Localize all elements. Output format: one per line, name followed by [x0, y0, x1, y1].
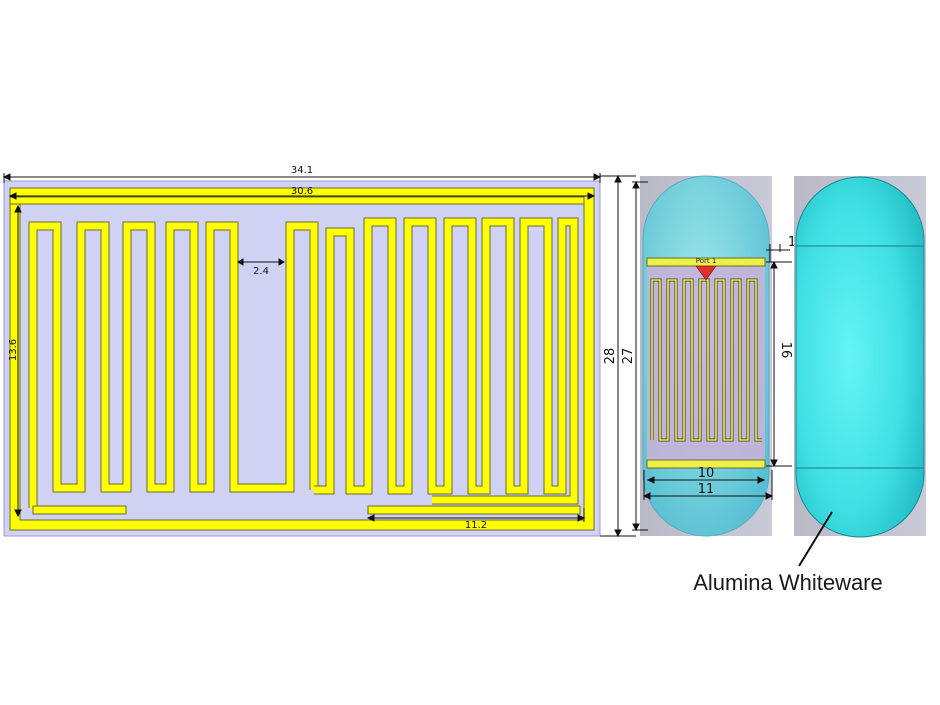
inner-width-label: 10	[698, 466, 715, 481]
feed-length-label: 11.2	[465, 520, 487, 531]
trace-width-label: 30.6	[291, 186, 313, 197]
feed-strip-right	[367, 505, 581, 515]
capsule-body	[795, 176, 925, 538]
dimension-inner-width	[646, 476, 766, 484]
top-bar-trace	[9, 196, 585, 205]
inner-height-label: 27	[621, 348, 636, 365]
port-label: Port 1	[696, 257, 717, 265]
overall-width-label: 34.1	[291, 165, 313, 176]
port-marker	[695, 265, 717, 281]
dimension-offset	[766, 244, 790, 262]
dimension-height	[14, 204, 22, 518]
callout-leader	[798, 511, 833, 567]
dimension-trace-width	[8, 192, 596, 200]
gap-label: 2.4	[253, 266, 269, 277]
dimension-overall-width	[2, 173, 602, 183]
dimension-outer-height	[600, 174, 636, 538]
feed-strip-left	[32, 505, 127, 515]
encapsulated-antenna-panel: Port 1 28 27 16	[600, 174, 796, 538]
offset-label: 1	[788, 235, 796, 250]
dimension-gap	[237, 258, 285, 266]
dimension-feed-length	[366, 508, 586, 522]
dimension-outer-width	[642, 470, 774, 500]
material-label: Alumina Whiteware	[693, 570, 883, 595]
dimension-substrate-length	[766, 260, 792, 468]
outer-height-label: 28	[603, 348, 618, 365]
outer-width-label: 11	[698, 482, 715, 497]
dimension-inner-height	[632, 180, 648, 532]
capsule-panel	[794, 176, 926, 538]
substrate-length-label: 16	[778, 342, 793, 359]
planar-antenna-panel: 34.1 30.6 2.4 13.6 11.2	[2, 165, 602, 537]
height-label: 13.6	[8, 339, 19, 361]
